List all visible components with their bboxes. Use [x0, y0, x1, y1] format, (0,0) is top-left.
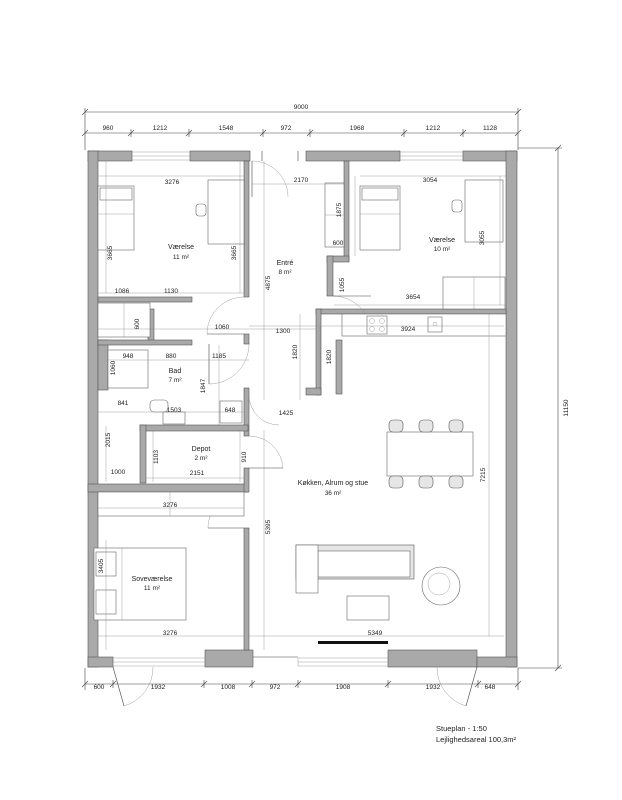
dim-600-a: 600 — [134, 318, 141, 329]
wardrobe-3 — [97, 491, 245, 517]
room-area-kokken: 36 m² — [325, 490, 342, 497]
dim-3276-a: 3276 — [165, 179, 180, 186]
room-area-sovevaerelse: 11 m² — [144, 585, 161, 592]
dim-3405: 3405 — [98, 558, 105, 573]
cooktop — [366, 315, 388, 335]
dim-top-0: 960 — [103, 125, 114, 132]
dim-648: 648 — [225, 407, 236, 414]
armchair — [421, 566, 461, 606]
room-name-kokken: Køkken, Alrum og stue — [298, 480, 369, 487]
dim-2015: 2015 — [105, 432, 112, 447]
dim-3054: 3054 — [423, 177, 438, 184]
dim-1503: 1503 — [167, 407, 182, 414]
dim-1130: 1130 — [164, 288, 178, 295]
room-name-vaerelse-1: Værelse — [168, 244, 194, 251]
coffee-table — [346, 595, 390, 621]
tv — [318, 641, 388, 644]
room-name-sovevaerelse: Soveværelse — [132, 576, 173, 583]
dim-3276-c: 3276 — [163, 630, 178, 637]
top-dimensions: 9000 960 1212 1548 972 1968 1212 1128 — [81, 104, 522, 150]
desk-1 — [207, 179, 245, 245]
dim-3665-a: 3665 — [107, 245, 114, 260]
dim-3924: 3924 — [401, 326, 416, 333]
dim-3055: 3055 — [479, 230, 486, 245]
dim-1086: 1086 — [115, 288, 130, 295]
dim-top-5: 1212 — [426, 125, 441, 132]
dim-1875: 1875 — [336, 202, 343, 217]
dim-3665-b: 3665 — [231, 245, 238, 260]
inner-dimension-labels: 3276 3665 3665 1086 1130 600 1060 2170 4… — [98, 177, 487, 637]
dim-top-2: 1548 — [219, 125, 234, 132]
dim-841: 841 — [118, 400, 129, 407]
dim-5349: 5349 — [368, 630, 383, 637]
dim-top-4: 1968 — [350, 125, 365, 132]
dim-1820-a: 1820 — [292, 344, 299, 359]
dim-3654: 3654 — [406, 294, 421, 301]
dim-top-3: 972 — [281, 125, 292, 132]
room-area-vaerelse-1: 11 m² — [173, 254, 190, 261]
furniture — [93, 179, 507, 644]
dim-right-total: 11150 — [563, 399, 570, 416]
toilet — [149, 399, 169, 413]
dim-top-6: 1128 — [483, 125, 497, 132]
desk-2 — [464, 179, 504, 243]
dim-3276-b: 3276 — [163, 502, 178, 509]
dim-7215: 7215 — [480, 467, 487, 482]
dim-top-total: 9000 — [294, 104, 309, 111]
dining-table — [386, 431, 474, 477]
room-area-bad: 7 m² — [169, 377, 183, 384]
dim-1847: 1847 — [200, 378, 207, 393]
dim-top-1: 1212 — [153, 125, 168, 132]
dim-4875: 4875 — [265, 275, 272, 290]
room-area-depot: 2 m² — [195, 455, 209, 462]
exterior-walls — [87, 150, 518, 668]
dim-600-b: 600 — [333, 240, 344, 247]
dim-5395: 5395 — [265, 519, 272, 534]
dim-bottom-5: 1932 — [426, 684, 441, 691]
dim-bottom-0: 600 — [94, 684, 105, 691]
room-area-vaerelse-2: 10 m² — [434, 246, 451, 253]
dim-bottom-2: 1008 — [221, 684, 236, 691]
room-name-entre: Entré — [277, 260, 294, 267]
dim-1000: 1000 — [111, 469, 126, 476]
room-name-bad: Bad — [169, 368, 182, 375]
dim-948: 948 — [123, 353, 134, 360]
apartment-area-caption: Lejlighedsareal 100,3m² — [436, 735, 517, 744]
room-name-depot: Depot — [192, 446, 211, 453]
dim-1185: 1185 — [212, 353, 226, 360]
dim-1820-b: 1820 — [326, 349, 333, 364]
dim-910: 910 — [241, 451, 248, 462]
dim-880: 880 — [166, 353, 177, 360]
bottom-dimensions: 600 1932 1008 972 1908 1932 648 — [81, 668, 522, 691]
room-name-vaerelse-2: Værelse — [429, 237, 455, 244]
sink — [427, 316, 443, 333]
dim-1300: 1300 — [276, 328, 291, 335]
room-area-entre: 8 m² — [279, 269, 293, 276]
dim-bottom-1: 1932 — [151, 684, 166, 691]
dim-bottom-6: 648 — [485, 684, 496, 691]
dim-1060-b: 1060 — [110, 360, 117, 375]
room-labels: Værelse 11 m² Værelse 10 m² Entré 8 m² B… — [132, 237, 456, 592]
right-dimension: 11150 — [518, 144, 570, 672]
dim-1103: 1103 — [153, 450, 160, 464]
kitchen-counter — [341, 313, 507, 337]
shower — [107, 349, 149, 389]
dim-1425: 1425 — [279, 410, 294, 417]
dim-1060-a: 1060 — [215, 324, 230, 331]
plan-scale-caption: Stueplan - 1:50 — [436, 724, 487, 733]
dim-1055: 1055 — [339, 277, 346, 292]
dim-2151: 2151 — [190, 470, 205, 477]
dim-bottom-3: 972 — [270, 684, 281, 691]
dim-bottom-4: 1908 — [336, 684, 351, 691]
dimension-guides — [98, 161, 506, 650]
dim-2170: 2170 — [294, 177, 309, 184]
